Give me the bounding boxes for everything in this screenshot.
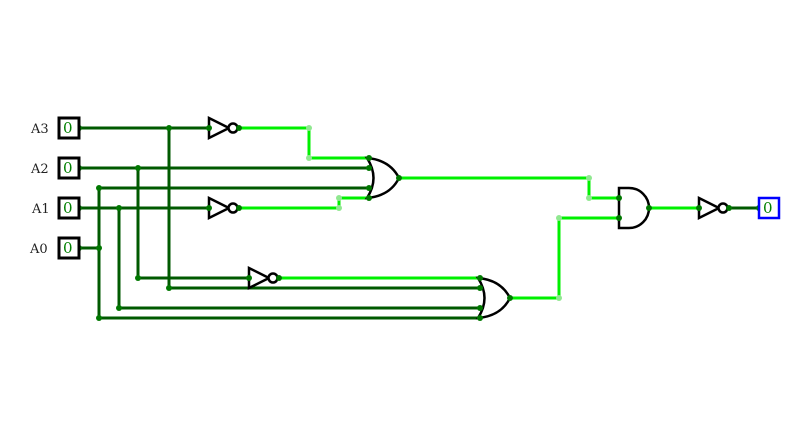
input-pin-a2[interactable]: A2 0	[30, 156, 81, 180]
input-pin-a3[interactable]: A3 0	[30, 116, 81, 140]
input-pin-a1[interactable]: A1 0	[31, 196, 81, 220]
bend-dots	[306, 125, 592, 301]
not-gate-output[interactable]	[697, 195, 729, 221]
low-wires	[79, 126, 759, 320]
junction-dots	[76, 125, 762, 321]
input-pin-a0[interactable]: A0 0	[29, 236, 81, 260]
not-gate-a3[interactable]	[207, 115, 239, 141]
input-value: 0	[63, 199, 73, 217]
not-gate-a1[interactable]	[207, 195, 239, 221]
and-gate[interactable]	[617, 186, 651, 230]
input-value: 0	[63, 239, 73, 257]
output-value: 0	[763, 199, 773, 217]
or-gate-2[interactable]	[475, 276, 512, 320]
input-label: A3	[30, 122, 49, 137]
input-label: A1	[31, 202, 50, 217]
not-gate-a2[interactable]	[247, 265, 279, 291]
output-pin[interactable]: 0	[757, 196, 781, 220]
or-gate-1[interactable]	[364, 156, 401, 200]
input-label: A0	[29, 242, 48, 257]
input-value: 0	[63, 159, 73, 177]
high-wires	[239, 126, 699, 300]
input-value: 0	[63, 119, 73, 137]
input-label: A2	[30, 162, 49, 177]
